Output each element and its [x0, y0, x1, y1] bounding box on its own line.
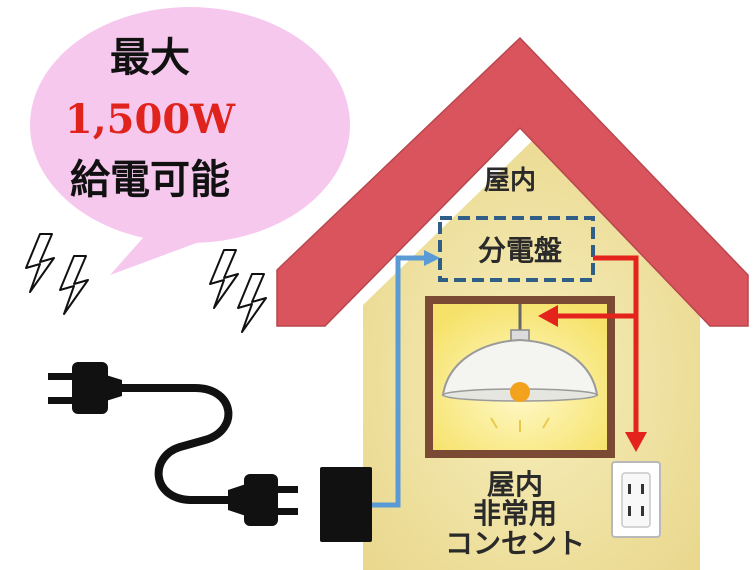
bubble-wattage: 1,500W: [64, 96, 236, 143]
outlet-label-line3: コンセント: [444, 526, 585, 560]
outlet-label-line2: 非常用: [472, 497, 557, 531]
outlet-label-line1: 屋内: [486, 468, 543, 501]
lightning-bolt-icon: [25, 233, 267, 333]
incoming-arrowhead: [424, 250, 440, 266]
indoor-label: 屋内: [483, 166, 536, 196]
bubble-max-label: 最大: [110, 35, 190, 81]
incoming-power-line: [372, 255, 432, 508]
house-roof: [276, 36, 749, 327]
distribution-panel-box: [438, 216, 595, 282]
outgoing-power-lines: [538, 255, 647, 452]
distribution-panel-label: 分電盤: [477, 234, 562, 267]
plug-cable-icon: [48, 362, 372, 542]
bubble-supply-label: 給電可能: [70, 157, 230, 203]
ceiling-lamp-icon: [441, 304, 599, 432]
speech-bubble: [30, 7, 350, 275]
emergency-outlet-label: 屋内 非常用 コンセント: [395, 468, 635, 560]
wall-outlet-icon: [611, 461, 661, 538]
